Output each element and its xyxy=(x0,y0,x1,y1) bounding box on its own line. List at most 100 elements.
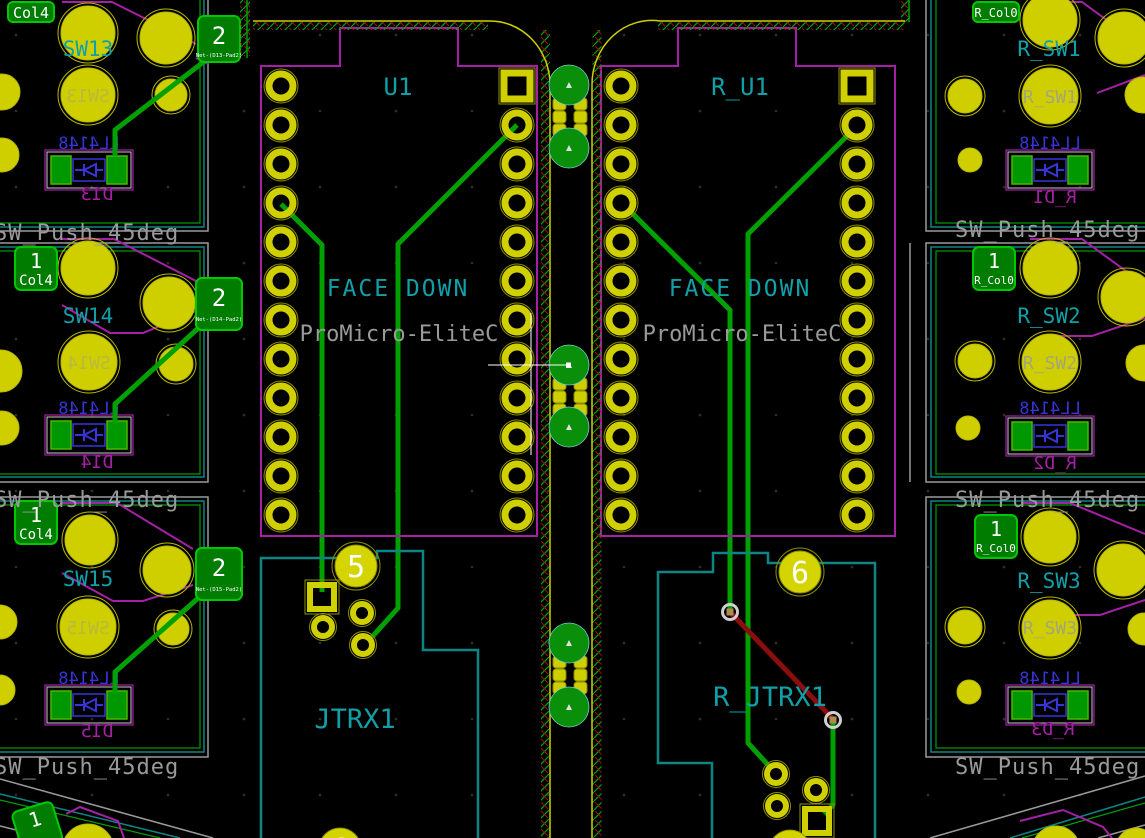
pad1-net-text: Col4 xyxy=(19,527,53,543)
pad1-label-sw14[interactable]: 1 Col4 xyxy=(14,246,58,291)
bottom-right-corner-footprint[interactable] xyxy=(929,775,1145,838)
pad1-label-sw15[interactable]: 1 Col4 xyxy=(14,500,58,545)
jack-rjtrx1[interactable]: 6 R_JTRX1 xyxy=(656,547,877,838)
diode-ref: R_D1 xyxy=(1033,187,1076,208)
switch-pads-right[interactable] xyxy=(944,0,1145,705)
jtrx1-outline[interactable] xyxy=(259,549,480,838)
pad1-label-rsw3[interactable]: 1 R_Col0 xyxy=(974,514,1018,559)
switch-pad[interactable] xyxy=(62,823,114,838)
rjtrx1-pad[interactable] xyxy=(803,777,830,804)
jtrx1-pad[interactable] xyxy=(310,614,337,641)
switch-pad[interactable] xyxy=(1116,827,1145,838)
rjtrx1-pad6-number: 6 xyxy=(791,556,809,591)
edge-line[interactable] xyxy=(591,19,905,838)
pad[interactable] xyxy=(604,498,638,532)
rjtrx1-pad[interactable] xyxy=(763,761,790,788)
switch-ref-texts: SW13 SW14 SW15 R_SW1 R_SW2 R_SW3 xyxy=(63,37,1081,593)
jtrx1-pad5[interactable] xyxy=(334,544,378,588)
copper-traces-left[interactable] xyxy=(112,58,519,694)
rjtrx1-bottom-pad[interactable] xyxy=(769,829,811,838)
pad1-label-sw13[interactable]: Col4 xyxy=(7,1,55,23)
switch-pad[interactable] xyxy=(1032,825,1080,838)
trace-u1-jtrx-a[interactable] xyxy=(279,202,325,592)
diode-value: LL4148 xyxy=(58,669,119,689)
pad1-net-text: Col4 xyxy=(19,273,53,289)
pad-net-labels[interactable]: Col4 2 Net-(D13-Pad2) 1 Col4 2 Net-(D14-… xyxy=(7,1,1020,601)
npth-hole[interactable] xyxy=(548,64,590,106)
diode-value: LL4148 xyxy=(1019,134,1080,154)
trace-u1-jtrx-b[interactable] xyxy=(370,123,519,639)
trace-sw14-d14[interactable] xyxy=(112,320,207,424)
mouse-bite-tabs[interactable] xyxy=(548,64,590,728)
jack-jtrx1[interactable]: 5 6 JTRX1 xyxy=(259,541,480,838)
u1-pad-column-right[interactable] xyxy=(500,108,534,532)
trace-back-copper[interactable] xyxy=(728,610,835,721)
ru1-pad1-square[interactable] xyxy=(839,68,875,104)
pad2-number: 2 xyxy=(212,22,226,50)
diode-ref: D14 xyxy=(81,452,114,473)
ref-sw13: SW13 xyxy=(63,37,114,61)
footprint-name: SW_Push_45deg xyxy=(955,755,1140,780)
ref-sw15: SW15 xyxy=(63,567,114,591)
edge-line[interactable] xyxy=(253,20,551,838)
switch-pads-left[interactable] xyxy=(0,2,199,706)
npth-hole[interactable] xyxy=(548,406,590,448)
npth-hole[interactable] xyxy=(548,686,590,728)
pad2-net-text: Net-(D13-Pad2) xyxy=(196,53,242,59)
jtrx1-square-pad[interactable] xyxy=(305,580,339,614)
ru1-pad-column-right[interactable] xyxy=(840,108,874,532)
pad2-number: 2 xyxy=(212,284,226,312)
fab-ref-sw13: SW13 xyxy=(66,86,109,107)
pad1-label-rsw2[interactable]: 1 R_Col0 xyxy=(972,246,1016,291)
trace-sw13-d13[interactable] xyxy=(112,58,208,156)
pad2-label-sw15[interactable]: 2 Net-(D15-Pad2) xyxy=(195,547,243,601)
npth-hole[interactable] xyxy=(548,622,590,664)
pad2-label-sw14[interactable]: 2 Net-(D14-Pad2) xyxy=(195,277,243,331)
pad2-label-sw13[interactable]: 2 Net-(D13-Pad2) xyxy=(196,15,242,63)
jtrx1-pad[interactable] xyxy=(350,632,377,659)
ref-rjtrx1: R_JTRX1 xyxy=(713,682,827,713)
trace-ru1-rjtrx-a[interactable] xyxy=(745,133,850,769)
pad1-number: 1 xyxy=(30,249,42,273)
trace-ru1-via[interactable] xyxy=(630,211,733,611)
footprint-name: SW_Push_45deg xyxy=(955,218,1140,243)
bottom-left-corner-footprint[interactable]: 1 xyxy=(0,778,214,838)
edge-hatch xyxy=(541,30,550,838)
jtrx1-pad6[interactable] xyxy=(319,827,361,838)
ref-rsw3: R_SW3 xyxy=(1017,569,1080,593)
pad1-number: 1 xyxy=(30,503,42,527)
ru1-orientation-text: FACE DOWN xyxy=(669,276,812,302)
ru1-pad-column-left[interactable] xyxy=(604,69,638,493)
npth-hole[interactable] xyxy=(548,127,590,169)
rjtrx1-outline[interactable] xyxy=(656,551,877,838)
cursor-anchor-dot xyxy=(566,362,571,368)
diode-value: LL4148 xyxy=(1019,399,1080,419)
u1-pad-column-left[interactable] xyxy=(264,69,298,493)
pad1-label-rsw1[interactable]: R_Col0 xyxy=(972,1,1020,23)
rjtrx1-pad[interactable] xyxy=(764,793,791,820)
trace-sw15-d15[interactable] xyxy=(112,590,207,694)
diode-d14[interactable] xyxy=(44,414,134,456)
diode-rd1[interactable] xyxy=(1005,149,1095,191)
copper-traces-right[interactable] xyxy=(630,133,850,816)
pad[interactable] xyxy=(264,498,298,532)
diode-ref: R_D2 xyxy=(1033,453,1076,474)
rjtrx1-pad6[interactable] xyxy=(778,550,822,594)
diode-d15[interactable] xyxy=(44,684,134,726)
footprint-name-texts: SW_Push_45deg SW_Push_45deg SW_Push_45de… xyxy=(0,218,1140,780)
diode-ref-texts: D13 D14 D15 R_D1 R_D2 R_D3 xyxy=(81,184,1077,742)
jtrx1-pad6-number: 6 xyxy=(331,833,349,838)
board-edge-cuts[interactable] xyxy=(240,0,910,838)
pad2-net-text: Net-(D15-Pad2) xyxy=(196,587,242,593)
module-texts: U1 R_U1 FACE DOWN FACE DOWN ProMicro-Eli… xyxy=(300,73,842,347)
pad1-number: 1 xyxy=(988,249,1000,273)
ru1-footprint-text: ProMicro-EliteC xyxy=(643,322,842,347)
diode-rd2[interactable] xyxy=(1005,415,1095,457)
pad1-label-next-row[interactable]: 1 xyxy=(11,801,64,838)
jtrx1-pad[interactable] xyxy=(349,600,376,627)
edge-hatch xyxy=(901,0,910,22)
u1-pad1-square[interactable] xyxy=(499,68,535,104)
rjtrx1-square-pad[interactable] xyxy=(800,804,834,838)
